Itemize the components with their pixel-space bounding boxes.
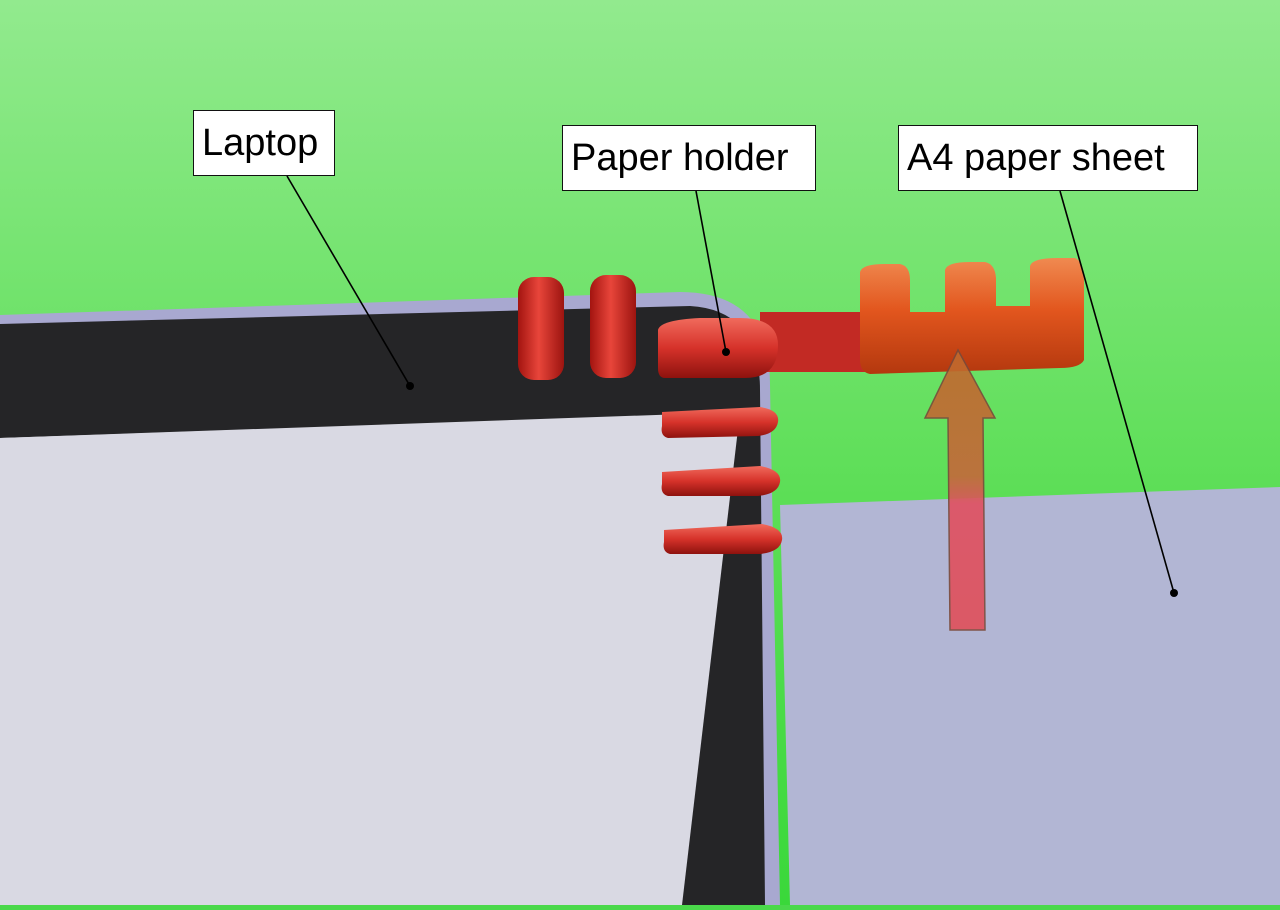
paper-holder-top-clip bbox=[518, 277, 564, 380]
leader-dot-laptop bbox=[406, 382, 414, 390]
leader-line-paper-holder bbox=[695, 190, 727, 353]
leader-dot-paper-holder bbox=[722, 348, 730, 356]
label-laptop: Laptop bbox=[193, 110, 335, 176]
leader-line-laptop bbox=[286, 175, 411, 387]
paper-holder-bar bbox=[760, 312, 870, 372]
label-paper-holder: Paper holder bbox=[562, 125, 816, 191]
paper-holder-side-clip bbox=[661, 466, 781, 496]
a4-paper-sheet bbox=[780, 487, 1280, 905]
paper-holder-top-clip bbox=[590, 275, 636, 378]
paper-holder-side-clip bbox=[663, 524, 783, 554]
leader-dot-a4-paper-sheet bbox=[1170, 589, 1178, 597]
laptop-screen-area bbox=[0, 416, 682, 905]
paper-holder-corner-clip bbox=[658, 318, 778, 378]
label-a4-paper-sheet: A4 paper sheet bbox=[898, 125, 1198, 191]
a4-paper-holder bbox=[860, 258, 1084, 374]
leader-line-a4-paper-sheet bbox=[1059, 190, 1175, 594]
paper-holder-side-clip bbox=[661, 407, 779, 438]
up-arrow-icon bbox=[923, 348, 997, 631]
